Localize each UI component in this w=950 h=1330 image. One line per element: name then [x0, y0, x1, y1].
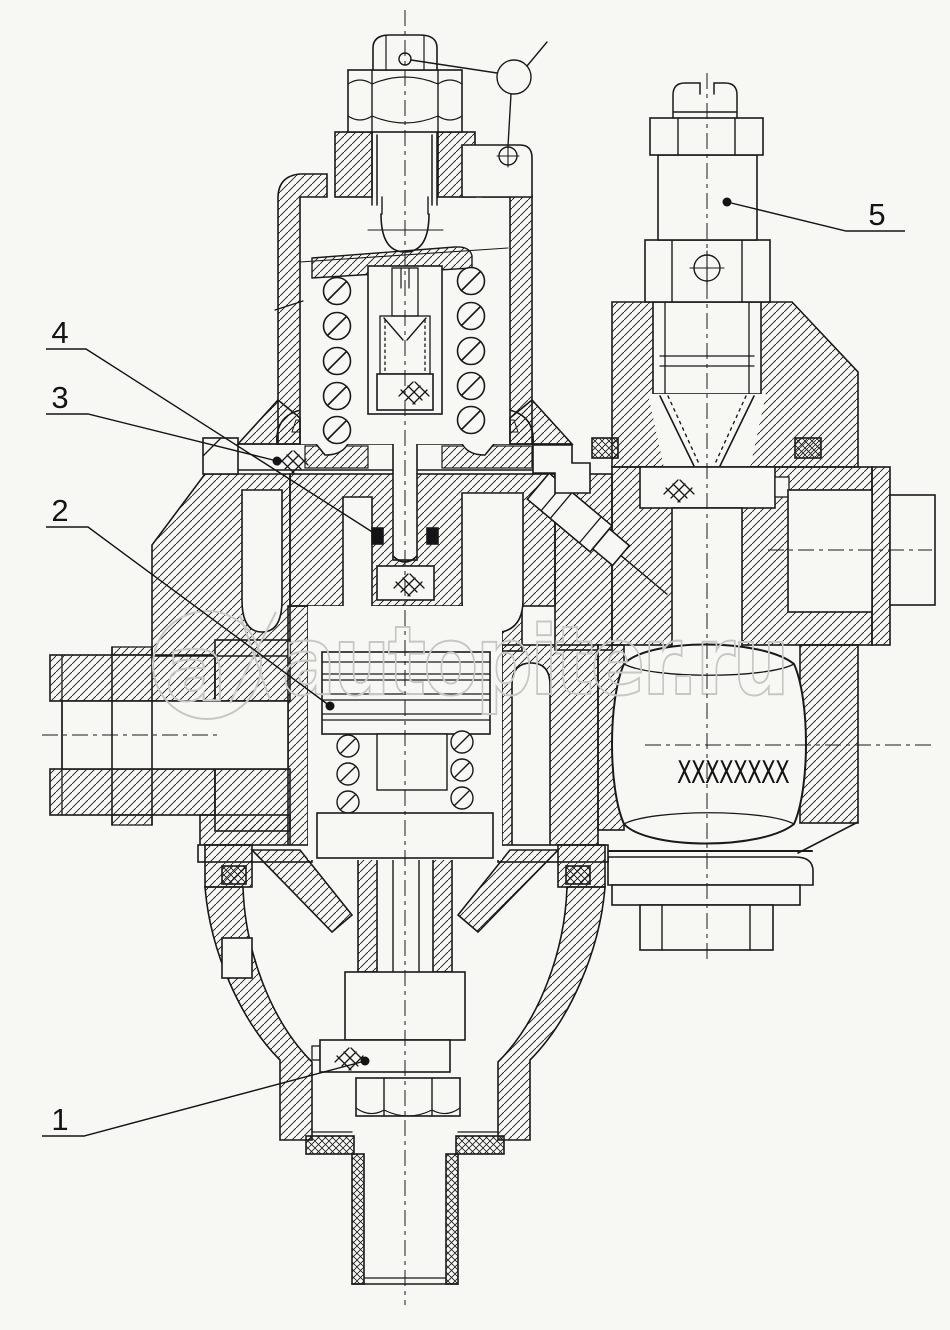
- callout-1-number: 1: [51, 1102, 68, 1137]
- watermark-logo-circle: [152, 610, 262, 720]
- watermark-logo-letter: a: [165, 615, 227, 722]
- callout-2: 2: [46, 493, 335, 711]
- funnel-wall: [250, 849, 354, 934]
- fitting-slotted-cap: [672, 82, 738, 119]
- ball-detail: [410, 41, 548, 168]
- callout-2-number: 2: [51, 493, 68, 528]
- o-ring-seal: [565, 865, 591, 885]
- callout-5-number: 5: [868, 197, 885, 232]
- callout-4: 4: [46, 315, 382, 540]
- o-ring-seal: [794, 437, 822, 459]
- callout-1-dot: [360, 1056, 370, 1066]
- centerlines: [42, 10, 935, 1305]
- callouts: 1 2 3 4 5: [42, 197, 905, 1137]
- valve-cone: [659, 395, 755, 467]
- spring-marking-text: XXXXXXXX: [677, 755, 790, 791]
- ball: [496, 59, 532, 95]
- o-ring-seal: [591, 437, 619, 459]
- callout-4-dot: [372, 530, 382, 540]
- funnel-wall: [456, 849, 560, 934]
- chamber-wall: [511, 662, 551, 848]
- callout-3-number: 3: [51, 380, 68, 415]
- stem-seal-right: [426, 527, 439, 545]
- callout-2-dot: [325, 701, 335, 711]
- side-plug-window: [787, 489, 873, 613]
- o-ring-seal: [221, 865, 247, 885]
- callout-5-dot: [722, 197, 732, 207]
- watermark-text: autopiter.ru: [282, 607, 787, 717]
- watermark: a autopiter.ru: [152, 606, 791, 723]
- stem-hex-nut: [355, 1077, 461, 1117]
- valve-spring-dotted: [667, 395, 747, 467]
- piston-rings: [321, 661, 491, 721]
- right-chamber: [511, 643, 859, 854]
- outlet-pipe: [305, 1135, 505, 1285]
- lower-bell-housing: [197, 844, 609, 1141]
- callout-1: 1: [42, 1056, 370, 1137]
- bracket: [461, 144, 533, 198]
- callout-3-dot: [272, 456, 282, 466]
- diagonal-fitting: [526, 471, 668, 595]
- callout-3: 3: [46, 380, 282, 466]
- callout-5: 5: [722, 197, 905, 232]
- callout-4-number: 4: [51, 315, 68, 350]
